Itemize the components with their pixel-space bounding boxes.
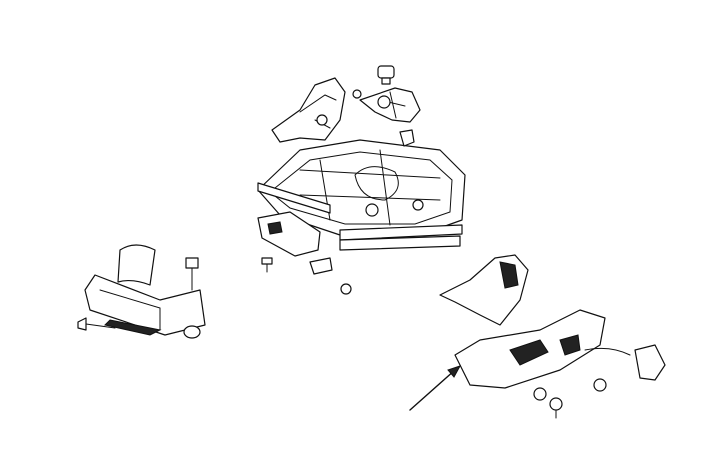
trim-panel	[257, 211, 352, 295]
gear-motor	[359, 65, 421, 147]
right-side-cover-assembly	[439, 254, 666, 419]
recliner-lever	[271, 77, 362, 143]
pointer-arrow	[409, 365, 462, 411]
left-bracket-assembly	[77, 244, 206, 339]
seat-frame	[257, 139, 466, 251]
